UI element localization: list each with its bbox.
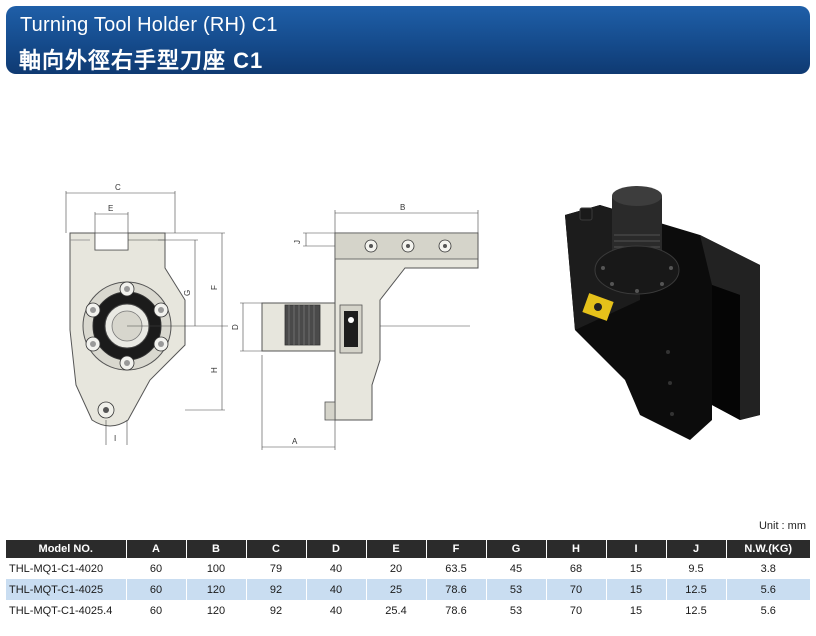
col-A: A: [126, 540, 187, 558]
cell: 40: [306, 600, 367, 621]
cell: 70: [546, 600, 607, 621]
cell: 60: [126, 558, 187, 579]
cell: 63.5: [426, 558, 487, 579]
cell: THL-MQ1-C1-4020: [6, 558, 127, 579]
cell: 9.5: [666, 558, 727, 579]
cell: 20: [366, 558, 427, 579]
cell: 92: [246, 600, 307, 621]
spec-table: Model NO. A B C D E F G H I J N.W.(KG) T…: [6, 540, 810, 621]
cell: 120: [186, 600, 247, 621]
cell: 25.4: [366, 600, 427, 621]
col-J: J: [666, 540, 727, 558]
cell: 53: [486, 600, 547, 621]
label-G: G: [183, 290, 192, 296]
cell: 45: [486, 558, 547, 579]
label-I: I: [114, 434, 116, 443]
cell: 12.5: [666, 579, 727, 600]
table-row: THL-MQT-C1-4025 60 120 92 40 25 78.6 53 …: [6, 579, 810, 600]
table-row: THL-MQT-C1-4025.4 60 120 92 40 25.4 78.6…: [6, 600, 810, 621]
cell: 60: [126, 579, 187, 600]
col-nw: N.W.(KG): [726, 540, 810, 558]
col-H: H: [546, 540, 607, 558]
cell: THL-MQT-C1-4025.4: [6, 600, 127, 621]
label-F: F: [210, 285, 219, 290]
table-header-row: Model NO. A B C D E F G H I J N.W.(KG): [6, 540, 810, 558]
technical-drawing: C E G F H I: [65, 183, 760, 450]
col-D: D: [306, 540, 367, 558]
col-model: Model NO.: [6, 540, 127, 558]
cell: 78.6: [426, 579, 487, 600]
cell: 100: [186, 558, 247, 579]
unit-label: Unit : mm: [758, 520, 806, 532]
cell: 15: [606, 600, 667, 621]
front-view: C E G F H I: [65, 183, 228, 445]
cell: 40: [306, 579, 367, 600]
cell: 79: [246, 558, 307, 579]
col-C: C: [246, 540, 307, 558]
label-D: D: [231, 324, 240, 330]
label-C: C: [115, 183, 121, 192]
cell: 68: [546, 558, 607, 579]
title-english: Turning Tool Holder (RH) C1: [20, 14, 278, 36]
cell: 120: [186, 579, 247, 600]
cell: 40: [306, 558, 367, 579]
col-F: F: [426, 540, 487, 558]
col-I: I: [606, 540, 667, 558]
col-E: E: [366, 540, 427, 558]
cell: 5.6: [726, 579, 810, 600]
cell: 12.5: [666, 600, 727, 621]
label-J: J: [293, 240, 302, 244]
cell: 15: [606, 558, 667, 579]
cell: 15: [606, 579, 667, 600]
title-banner: Turning Tool Holder (RH) C1 軸向外徑右手型刀座 C1: [6, 6, 810, 74]
label-E: E: [108, 204, 113, 213]
cell: 5.6: [726, 600, 810, 621]
cell: 78.6: [426, 600, 487, 621]
product-render: [565, 186, 760, 440]
cell: 60: [126, 600, 187, 621]
table-row: THL-MQ1-C1-4020 60 100 79 40 20 63.5 45 …: [6, 558, 810, 579]
cell: 25: [366, 579, 427, 600]
label-B: B: [400, 203, 405, 212]
title-chinese: 軸向外徑右手型刀座 C1: [19, 48, 264, 73]
col-B: B: [186, 540, 247, 558]
cell: 70: [546, 579, 607, 600]
cell: 53: [486, 579, 547, 600]
label-A: A: [292, 437, 298, 446]
cell: 92: [246, 579, 307, 600]
label-H: H: [210, 367, 219, 373]
side-view: B J D A: [231, 203, 479, 450]
cell: THL-MQT-C1-4025: [6, 579, 127, 600]
col-G: G: [486, 540, 547, 558]
cell: 3.8: [726, 558, 810, 579]
